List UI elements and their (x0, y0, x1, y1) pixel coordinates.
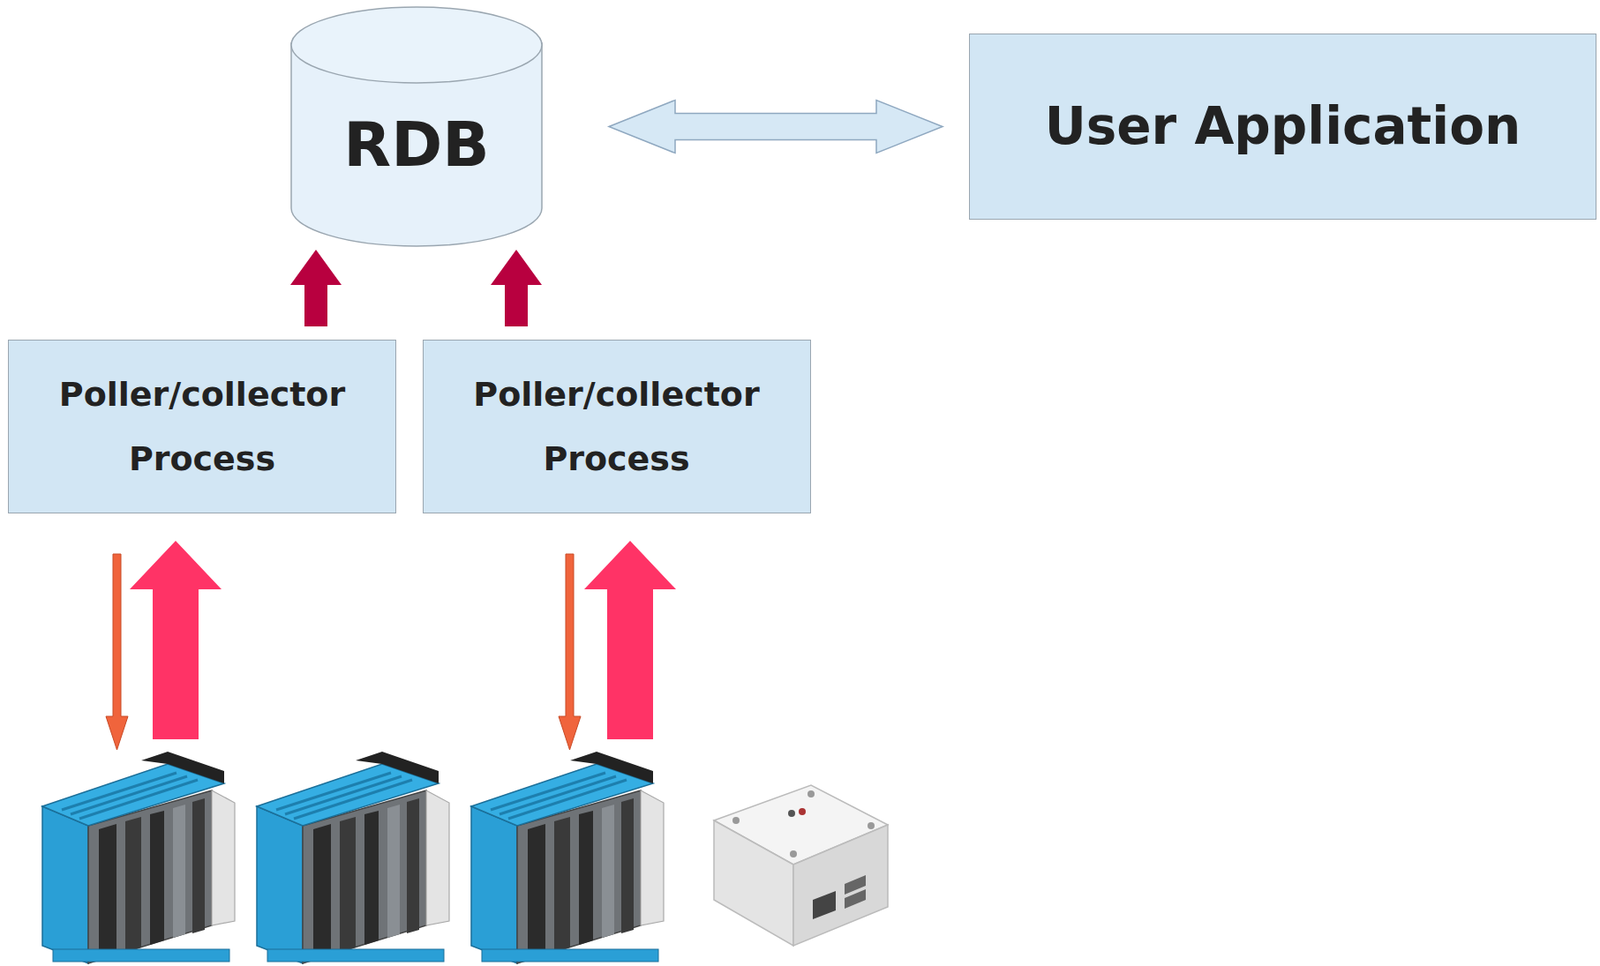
chassis-unit (256, 751, 450, 964)
small-device (713, 785, 888, 947)
process-box: Poller/collector Process (7, 339, 397, 514)
process-box: Poller/collector Process (422, 339, 812, 514)
connector-arrow (608, 100, 943, 154)
application-box: User Application (969, 33, 1597, 220)
cylinder-top (291, 7, 542, 83)
io-arrows (105, 540, 677, 751)
node-label: User Application (1044, 96, 1522, 158)
connector-arrow (290, 249, 342, 327)
database-cylinder: RDB (289, 5, 544, 248)
node-label: Poller/collector Process (25, 362, 379, 490)
chassis-unit (471, 751, 664, 964)
connector-arrow (490, 249, 542, 327)
node-label: Poller/collector Process (440, 362, 794, 490)
node-label: RDB (343, 107, 489, 182)
chassis-unit (42, 751, 235, 964)
